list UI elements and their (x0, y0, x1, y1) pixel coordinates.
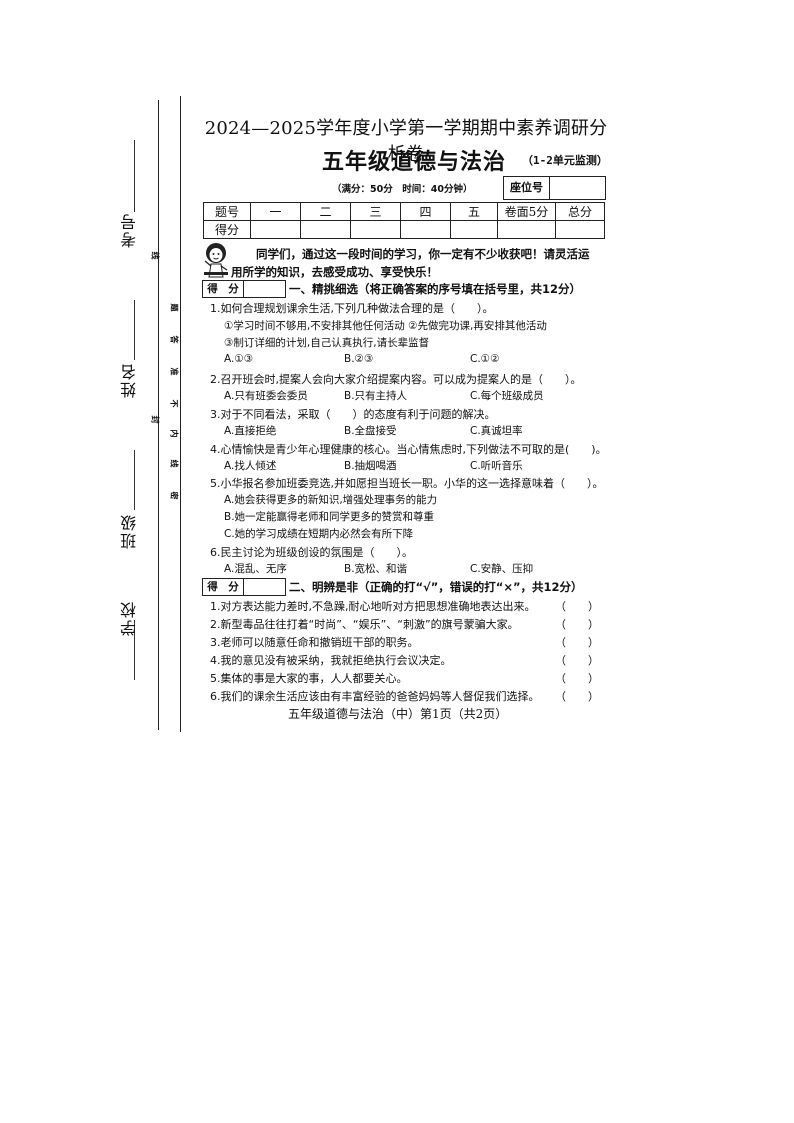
seal-word: 密 (169, 491, 180, 500)
school-label: 学校 (120, 600, 139, 636)
table-header-cell: 卷面5分 (497, 202, 556, 221)
table-header-cell: 三 (350, 202, 401, 221)
answer-paren[interactable]: （ ） (555, 672, 599, 685)
seat-number-box[interactable]: 座位号 (503, 176, 606, 200)
unit-note: （1-2单元监测） (522, 154, 608, 167)
seal-word: 线 (150, 251, 161, 260)
seat-number-label: 座位号 (504, 177, 550, 199)
option: A.她会获得更多的新知识,增强处理事务的能力 (224, 494, 438, 506)
page-footer: 五年级道德与法治（中）第1页（共2页） (288, 707, 508, 721)
score-box-label: 得 分 (203, 579, 244, 595)
score-cell[interactable] (555, 220, 605, 239)
exam-subtitle: 五年级道德与法治 (322, 150, 507, 175)
table-header-cell: 二 (300, 202, 351, 221)
full-mark-note: （满分：50分 时间：40分钟） (332, 184, 473, 195)
judgement-item-5: 5.集体的事是大家的事，人人都要关心。 (210, 672, 408, 685)
judgement-item-3: 3.老师可以随意任命和撤销班干部的职务。 (210, 636, 419, 649)
option: C.①② (470, 353, 500, 365)
exam-no-label: 考号 (120, 212, 139, 248)
option: C.安静、压抑 (470, 563, 534, 575)
judgement-item-4: 4.我的意见没有被采纳，我就拒绝执行会议决定。 (210, 654, 452, 667)
question-1: 1.如何合理规划课余生活,下列几种做法合理的是（ ）。 (210, 302, 494, 315)
score-table-header-row: 题号 一 二 三 四 五 卷面5分 总分 (203, 202, 605, 221)
judgement-item-1: 1.对方表达能力差时,不急躁,耐心地听对方把思想准确地表达出来。 (210, 600, 536, 613)
binding-line-inner (180, 96, 181, 732)
school-blank[interactable] (134, 620, 135, 680)
option: A.①③ (224, 353, 254, 365)
score-cell[interactable] (497, 220, 556, 239)
option: B.她一定能赢得老师和同学更多的赞赏和尊重 (224, 511, 435, 523)
option: B.②③ (344, 353, 374, 365)
option: B.只有主持人 (344, 390, 408, 402)
exam-no-blank[interactable] (134, 140, 135, 212)
score-cell[interactable] (400, 220, 451, 239)
greeting-line-1: 同学们，通过这一段时间的学习，你一定有不少收获吧！请灵活运 (256, 247, 590, 261)
question-4: 4.心情愉快是青少年心理健康的核心。当心情焦虑时,下列做法不可取的是( )。 (210, 443, 607, 456)
table-header-cell: 四 (400, 202, 451, 221)
score-cell[interactable] (300, 220, 351, 239)
table-header-cell: 题号 (203, 202, 251, 221)
question-1-item: ①学习时间不够用,不安排其他任何活动 ②先做完功课,再安排其他活动 (224, 320, 547, 332)
seal-word: 封 (150, 415, 161, 424)
judgement-item-2: 2.新型毒品往往打着“时尚”、“娱乐”、“刺激”的旗号蒙骗大家。 (210, 618, 519, 631)
table-header-cell: 一 (250, 202, 301, 221)
score-cell[interactable] (350, 220, 401, 239)
question-6: 6.民主讨论为班级创设的氛围是（ ）。 (210, 546, 413, 559)
class-blank[interactable] (134, 450, 135, 510)
question-1-item: ③制订详细的计划,自己认真执行,请长辈监督 (224, 337, 430, 349)
seal-word: 答 (169, 335, 180, 344)
table-header-cell: 五 (450, 202, 498, 221)
seal-word: 内 (169, 429, 180, 438)
exam-title: 2024—2025学年度小学第一学期期中素养调研分析卷 (204, 118, 608, 165)
score-cell[interactable] (250, 220, 301, 239)
girl-mascot-icon (201, 242, 231, 278)
option: B.宽松、和谐 (344, 563, 408, 575)
score-box-label: 得 分 (203, 281, 244, 297)
name-blank[interactable] (134, 300, 135, 360)
option: A.混乱、无序 (224, 563, 287, 575)
option: B.全盘接受 (344, 425, 397, 437)
binding-line-outer (158, 100, 159, 730)
answer-paren[interactable]: （ ） (555, 618, 599, 631)
question-2: 2.召开班会时,提案人会向大家介绍提案内容。可以成为提案人的是（ ）。 (210, 373, 582, 386)
seal-word: 准 (169, 367, 180, 376)
option: A.找人倾述 (224, 460, 277, 472)
name-label: 姓名 (120, 362, 139, 398)
score-table: 题号 一 二 三 四 五 卷面5分 总分 得分 (203, 202, 605, 239)
greeting-line-2: 用所学的知识，去感受成功、享受快乐！ (231, 265, 438, 279)
option: C.她的学习成绩在短期内必然会有所下降 (224, 528, 414, 540)
score-row-label: 得分 (203, 220, 251, 239)
section2-score-box[interactable]: 得 分 (202, 578, 286, 596)
answer-paren[interactable]: （ ） (555, 636, 599, 649)
seal-word: 线 (169, 459, 180, 468)
table-header-cell: 总分 (555, 202, 605, 221)
option: A.直接拒绝 (224, 425, 277, 437)
seal-word: 不 (169, 399, 180, 408)
option: B.抽烟喝酒 (344, 460, 397, 472)
score-cell[interactable] (450, 220, 498, 239)
score-table-score-row: 得分 (203, 220, 605, 239)
section1-heading: 一、精挑细选（将正确答案的序号填在括号里，共12分） (289, 282, 582, 296)
option: C.真诚坦率 (470, 425, 523, 437)
option: C.每个班级成员 (470, 390, 544, 402)
answer-paren[interactable]: （ ） (555, 600, 599, 613)
question-5: 5.小华报名参加班委竞选,并如愿担当班长一职。小华的这一选择意味着（ ）。 (210, 477, 604, 490)
answer-paren[interactable]: （ ） (555, 654, 599, 667)
judgement-item-6: 6.我们的课余生活应该由有丰富经验的爸爸妈妈等人督促我们选择。 (210, 690, 540, 703)
option: C.听听音乐 (470, 460, 523, 472)
answer-paren[interactable]: （ ） (555, 690, 599, 703)
class-label: 班级 (120, 513, 139, 549)
option: A.只有班委会委员 (224, 390, 308, 402)
section2-heading: 二、明辨是非（正确的打“√”，错误的打“×”，共12分） (289, 580, 583, 594)
question-3: 3.对于不同看法，采取（ ）的态度有利于问题的解决。 (210, 408, 496, 421)
section1-score-box[interactable]: 得 分 (202, 280, 286, 298)
seal-word: 题 (169, 303, 180, 312)
